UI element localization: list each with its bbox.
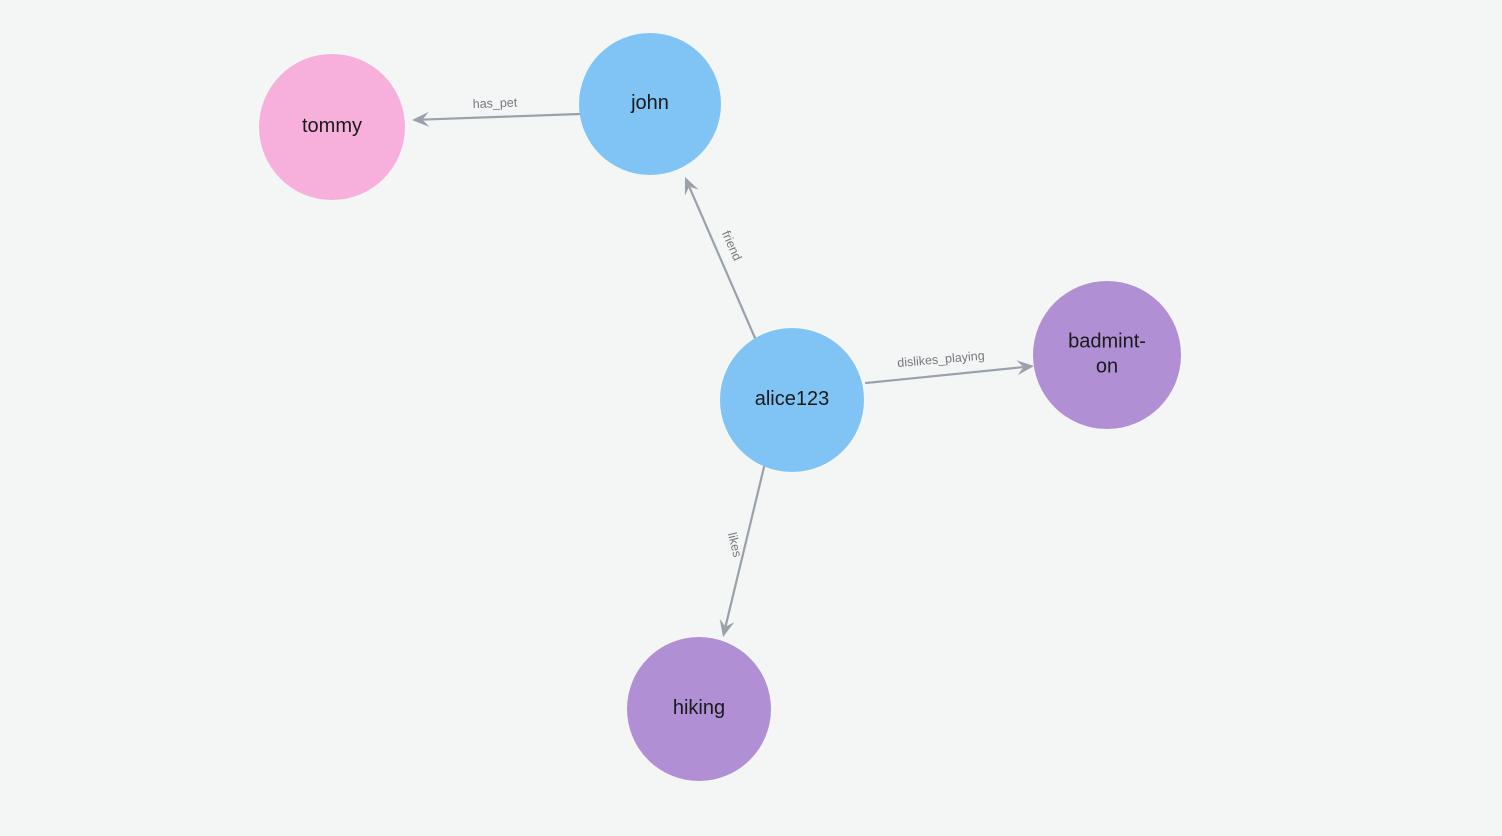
node-circle[interactable] [1033,281,1181,429]
graph-node-hiking[interactable]: hiking [627,637,771,781]
edge-label: friend [719,229,745,263]
graph-edge[interactable] [684,177,757,340]
edge-line [864,366,1024,385]
edge-label: likes [725,531,745,559]
graph-edge[interactable] [719,465,766,637]
graph-edge[interactable] [412,111,582,127]
graph-node-tommy[interactable]: tommy [259,54,405,200]
graph-edge[interactable] [864,360,1034,385]
edge-layer [412,111,1034,637]
node-circle[interactable] [579,33,721,175]
graph-node-alice123[interactable]: alice123 [720,328,864,472]
node-circle[interactable] [259,54,405,200]
edge-line [422,112,582,121]
edge-arrowhead-icon [684,177,699,196]
edge-label: dislikes_playing [897,349,985,371]
edge-line [688,186,757,340]
graph-node-badminton[interactable]: badmint-on [1033,281,1181,429]
node-layer: tommy john alice123 badmint-on hiking [259,33,1181,781]
node-circle[interactable] [627,637,771,781]
edge-label: has_pet [473,96,518,112]
edge-arrowhead-icon [719,618,735,637]
edge-arrowhead-icon [1016,360,1034,376]
edge-arrowhead-icon [412,111,430,127]
edge-line [724,465,766,627]
graph-node-john[interactable]: john [579,33,721,175]
node-circle[interactable] [720,328,864,472]
